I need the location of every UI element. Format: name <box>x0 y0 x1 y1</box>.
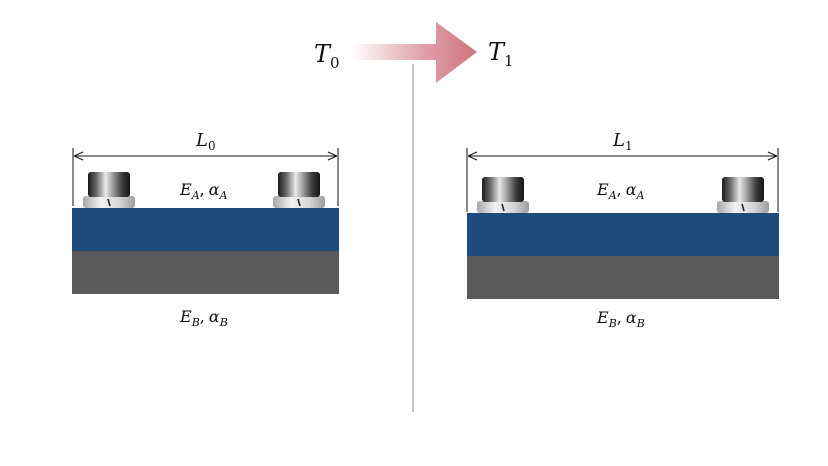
left-layer-a <box>72 208 339 251</box>
left-length-label: L0 <box>195 130 216 153</box>
temperature-transition: T0 T1 <box>314 22 514 83</box>
left-layer-b-label: EB,αB <box>179 307 228 329</box>
right-layer-a <box>467 213 779 256</box>
left-layer-a-label: EA,αA <box>179 180 228 202</box>
start-temperature-label: T0 <box>314 40 340 72</box>
left-panel: L0 EA,αA EB,αB <box>72 130 339 329</box>
right-sensor-2 <box>717 177 769 213</box>
right-length-label: L1 <box>612 130 633 153</box>
right-panel: L1 EA,αA EB,αB <box>466 130 779 330</box>
left-layer-b <box>72 251 339 294</box>
transition-arrow <box>352 22 477 83</box>
right-layer-a-label: EA,αA <box>596 180 645 202</box>
right-sensor-1 <box>477 177 529 213</box>
left-sensor-1 <box>83 172 135 208</box>
right-layer-b-label: EB,αB <box>596 308 645 330</box>
end-temperature-label: T1 <box>488 38 514 70</box>
right-layer-b <box>467 256 779 299</box>
left-sensor-2 <box>273 172 325 208</box>
